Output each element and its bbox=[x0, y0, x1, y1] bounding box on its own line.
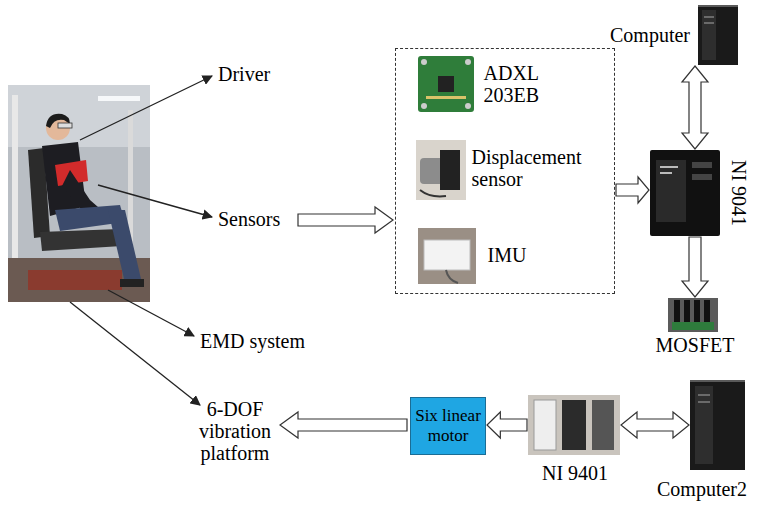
accelerometer-picture-part bbox=[426, 96, 466, 99]
sensor-node: IMU bbox=[412, 222, 562, 288]
node-label: MOSFET bbox=[650, 334, 740, 356]
io-module-node: NI 9401 bbox=[526, 393, 624, 489]
mosfet-picture-part bbox=[674, 300, 680, 322]
io-module-picture-part bbox=[592, 400, 614, 450]
hollow-arrow bbox=[487, 412, 527, 438]
hollow-arrow bbox=[621, 412, 689, 438]
leader-lines-part bbox=[98, 185, 212, 217]
imu-picture-part bbox=[446, 270, 458, 283]
mosfet-picture-part bbox=[684, 300, 690, 322]
imu-picture-part bbox=[418, 228, 476, 284]
leader-lines bbox=[70, 76, 212, 405]
node-label: Computer2 bbox=[648, 478, 756, 500]
node-label: NI 9401 bbox=[526, 462, 624, 484]
controller-picture-part bbox=[650, 150, 720, 236]
computer-picture bbox=[690, 380, 745, 470]
accelerometer-picture-part bbox=[465, 59, 471, 65]
accelerometer-picture-part bbox=[465, 103, 471, 109]
hollow-arrow bbox=[616, 177, 649, 203]
computer-picture-part bbox=[690, 380, 745, 470]
driver-photo-part bbox=[28, 270, 122, 290]
part-label: 6-DOF vibration platform bbox=[195, 398, 275, 464]
sensor-group: ADXL 203EB Displacement sensorIMU bbox=[395, 48, 615, 294]
hollow-arrow-part bbox=[298, 207, 393, 233]
mosfet-picture-part bbox=[704, 300, 710, 322]
driver-photo-part bbox=[58, 123, 72, 128]
computer-node: Computer2 bbox=[648, 378, 756, 508]
computer-picture-part bbox=[698, 401, 710, 403]
node-label: ADXL 203EB bbox=[484, 62, 584, 106]
controller-picture-part bbox=[660, 172, 672, 174]
hollow-arrow bbox=[682, 66, 708, 149]
controller-picture-part bbox=[692, 174, 712, 180]
mosfet-picture-part bbox=[694, 300, 700, 322]
hollow-arrow-part bbox=[280, 412, 407, 438]
node-label: IMU bbox=[488, 244, 548, 266]
node-label: Computer bbox=[578, 24, 690, 46]
computer-picture-part bbox=[698, 394, 710, 396]
leader-lines-part bbox=[80, 76, 212, 140]
sensor-node: ADXL 203EB bbox=[412, 54, 597, 116]
node-label: NI 9041 bbox=[728, 148, 750, 238]
computer-picture bbox=[698, 5, 738, 65]
mosfet-picture-part bbox=[668, 298, 718, 332]
mosfet-picture bbox=[668, 298, 718, 332]
part-label: Driver bbox=[218, 63, 298, 85]
process-box: Six linear motor bbox=[410, 397, 486, 455]
imu-picture-part bbox=[424, 240, 470, 270]
driver-photo-part bbox=[120, 279, 144, 287]
displacement-sensor-picture-part bbox=[420, 190, 446, 196]
computer-picture-part bbox=[704, 22, 714, 24]
computer-picture-part bbox=[704, 16, 714, 18]
controller-picture bbox=[650, 150, 720, 236]
leader-lines-part bbox=[70, 302, 200, 405]
hollow-arrow bbox=[280, 207, 407, 438]
controller-picture-part bbox=[656, 160, 686, 222]
accelerometer-picture-part bbox=[438, 76, 454, 92]
imu-picture bbox=[418, 228, 476, 284]
controller-node: NI 9041 bbox=[646, 146, 756, 240]
computer-picture-part bbox=[690, 380, 745, 382]
computer-node: Computer bbox=[576, 3, 742, 69]
driver-photo-part bbox=[108, 210, 141, 283]
hollow-arrow bbox=[682, 237, 708, 297]
io-module-picture-part bbox=[562, 400, 586, 450]
io-module-picture-part bbox=[528, 395, 620, 455]
driver-board-node: MOSFET bbox=[650, 296, 740, 359]
part-label: Sensors bbox=[218, 208, 294, 230]
displacement-sensor-picture-part bbox=[440, 150, 460, 190]
driver-photo-part bbox=[98, 96, 140, 101]
io-module-picture bbox=[528, 395, 620, 455]
displacement-sensor-picture-part bbox=[416, 140, 466, 200]
accelerometer-picture-part bbox=[421, 103, 427, 109]
io-module-picture-part bbox=[534, 400, 556, 450]
node-label: Displacement sensor bbox=[472, 146, 602, 190]
displacement-sensor-picture bbox=[416, 140, 466, 200]
part-label: EMD system bbox=[200, 330, 330, 352]
controller-picture-part bbox=[692, 162, 712, 168]
mosfet-picture-part bbox=[672, 322, 714, 330]
sensor-node: Displacement sensor bbox=[412, 128, 608, 214]
accelerometer-picture-part bbox=[418, 56, 474, 112]
computer-picture-part bbox=[702, 10, 716, 60]
controller-picture-part bbox=[660, 166, 678, 168]
computer-picture-part bbox=[698, 5, 738, 7]
computer-picture-part bbox=[698, 5, 738, 65]
node-label: Six linear motor bbox=[411, 398, 485, 454]
accelerometer-picture-part bbox=[421, 59, 427, 65]
leader-lines-part bbox=[108, 290, 194, 336]
accelerometer-picture bbox=[418, 56, 474, 112]
driver-photo-part bbox=[40, 229, 122, 251]
computer-picture-part bbox=[695, 386, 713, 464]
